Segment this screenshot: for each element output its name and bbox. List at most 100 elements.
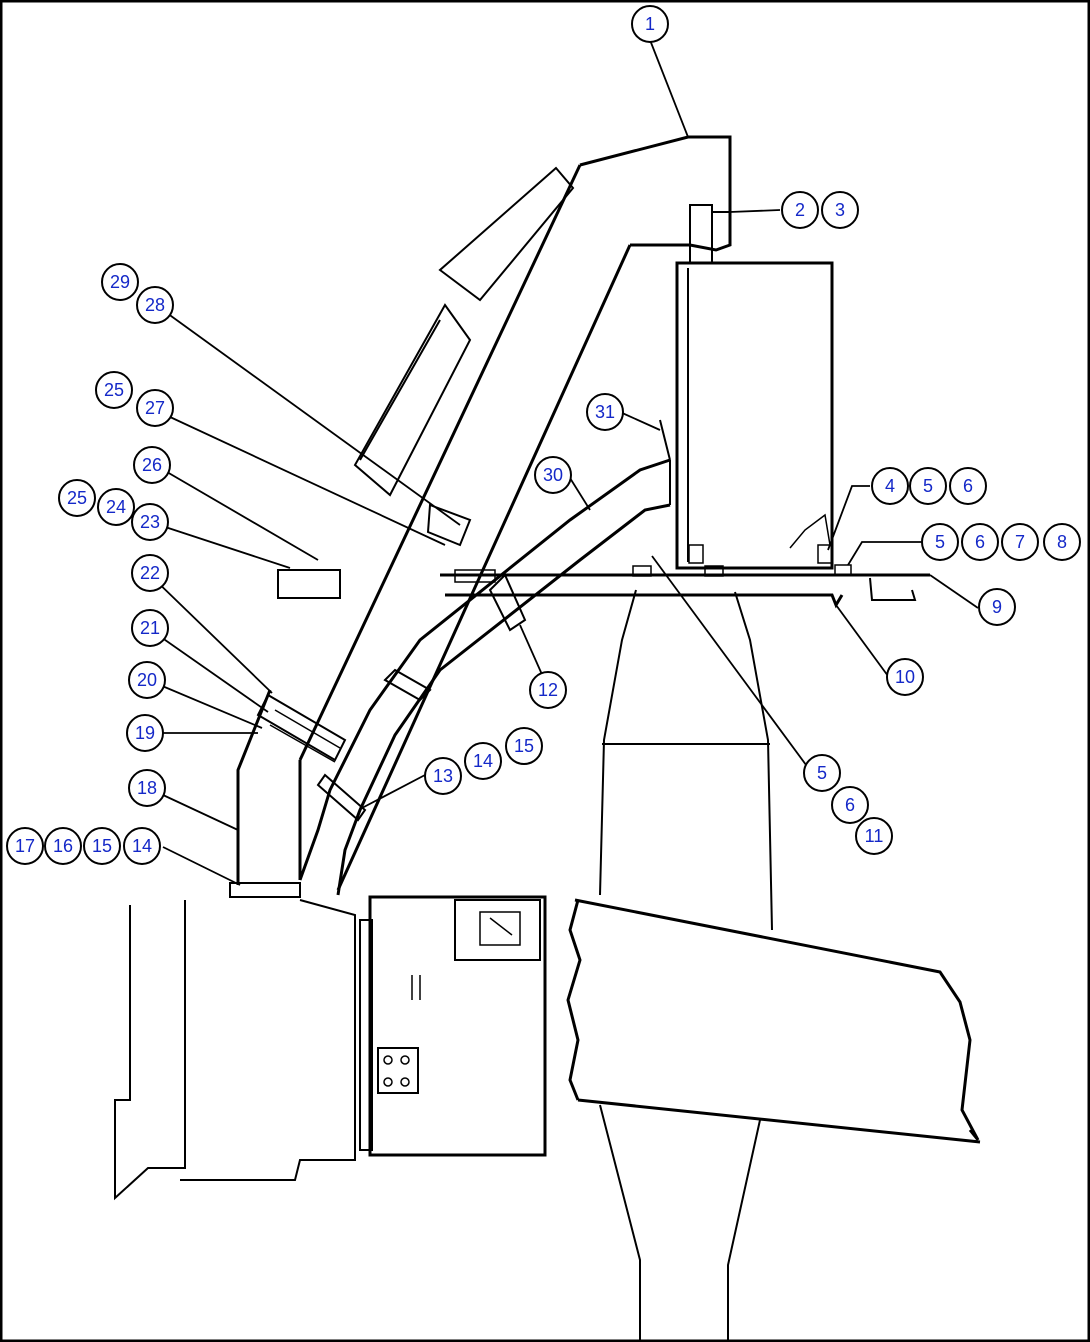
callout-label: 19 — [135, 723, 155, 743]
callout-circle — [586, 393, 624, 431]
callout-circle — [95, 371, 133, 409]
callout-label: 9 — [992, 597, 1002, 617]
callout-label: 27 — [145, 398, 165, 418]
callout-circle — [534, 456, 572, 494]
callout-circle — [58, 479, 96, 517]
callout-label: 29 — [110, 272, 130, 292]
callout-12: 12 — [529, 671, 567, 709]
callout-label: 28 — [145, 295, 165, 315]
callout-circle — [131, 503, 169, 541]
callout-circle — [131, 554, 169, 592]
callout-label: 6 — [975, 532, 985, 552]
callout-13: 13 — [424, 757, 462, 795]
callout-label: 18 — [137, 778, 157, 798]
engine-block — [114, 895, 547, 1201]
callout-circle — [821, 191, 859, 229]
callout-circle — [886, 658, 924, 696]
callout-23: 23 — [131, 503, 169, 541]
frame-beam — [566, 898, 981, 1144]
callout-label: 17 — [15, 836, 35, 856]
callout-label: 21 — [140, 618, 160, 638]
callout-label: 7 — [1015, 532, 1025, 552]
callout-label: 6 — [963, 476, 973, 496]
callout-6: 6 — [949, 467, 987, 505]
callout-24: 24 — [97, 488, 135, 526]
callout-circle — [136, 286, 174, 324]
callout-14: 14 — [464, 742, 502, 780]
callout-1: 1 — [631, 5, 669, 43]
callout-label: 8 — [1057, 532, 1067, 552]
callout-21: 21 — [131, 609, 169, 647]
callout-label: 14 — [473, 751, 493, 771]
callout-circle — [529, 671, 567, 709]
callout-10: 10 — [886, 658, 924, 696]
callout-6: 6 — [831, 786, 869, 824]
stack-tube — [229, 569, 347, 898]
callout-label: 15 — [514, 736, 534, 756]
callout-14: 14 — [123, 827, 161, 865]
callout-label: 22 — [140, 563, 160, 583]
mounting-plate — [440, 564, 930, 609]
callout-circle — [909, 467, 947, 505]
callout-31: 31 — [586, 393, 624, 431]
callout-circle — [855, 817, 893, 855]
callout-15: 15 — [83, 827, 121, 865]
callout-label: 6 — [845, 795, 855, 815]
callout-28: 28 — [136, 286, 174, 324]
callout-label: 13 — [433, 766, 453, 786]
callout-label: 5 — [817, 763, 827, 783]
callout-5: 5 — [803, 754, 841, 792]
callout-label: 23 — [140, 512, 160, 532]
callout-circle — [128, 661, 166, 699]
callout-29: 29 — [101, 263, 139, 301]
callout-circle — [1043, 523, 1081, 561]
callout-25: 25 — [58, 479, 96, 517]
callout-9: 9 — [978, 588, 1016, 626]
callout-30: 30 — [534, 456, 572, 494]
callout-label: 5 — [923, 476, 933, 496]
callout-label: 3 — [835, 200, 845, 220]
engine-housing — [599, 589, 773, 1340]
callout-label: 20 — [137, 670, 157, 690]
callout-7: 7 — [1001, 523, 1039, 561]
callout-circle — [505, 727, 543, 765]
callout-circle — [128, 769, 166, 807]
callout-label: 1 — [645, 14, 655, 34]
callout-5: 5 — [909, 467, 947, 505]
callout-19: 19 — [126, 714, 164, 752]
callout-label: 5 — [935, 532, 945, 552]
callout-20: 20 — [128, 661, 166, 699]
tail-pipe — [298, 419, 671, 896]
callout-8: 8 — [1043, 523, 1081, 561]
callout-label: 26 — [142, 455, 162, 475]
callout-27: 27 — [136, 389, 174, 427]
callout-label: 10 — [895, 667, 915, 687]
exhaust-pipe — [298, 135, 732, 891]
callout-circle — [424, 757, 462, 795]
callout-circle — [871, 467, 909, 505]
callout-circle — [133, 446, 171, 484]
callout-circle — [101, 263, 139, 301]
callout-circle — [131, 609, 169, 647]
callout-label: 15 — [92, 836, 112, 856]
callout-circle — [83, 827, 121, 865]
callout-label: 31 — [595, 402, 615, 422]
muffler — [675, 204, 834, 570]
callout-label: 24 — [106, 497, 126, 517]
callout-25: 25 — [95, 371, 133, 409]
callout-label: 25 — [104, 380, 124, 400]
callout-circle — [831, 786, 869, 824]
callout-label: 30 — [543, 465, 563, 485]
callout-label: 14 — [132, 836, 152, 856]
callout-26: 26 — [133, 446, 171, 484]
callout-circle — [961, 523, 999, 561]
callout-4: 4 — [871, 467, 909, 505]
callout-circle — [978, 588, 1016, 626]
callout-17: 17 — [6, 827, 44, 865]
callout-label: 2 — [795, 200, 805, 220]
callout-circle — [781, 191, 819, 229]
